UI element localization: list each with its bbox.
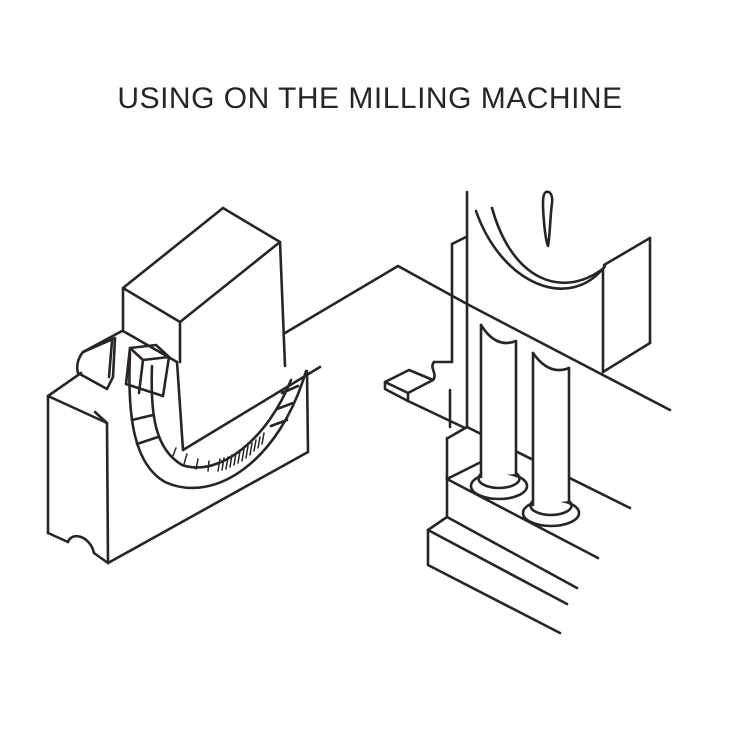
machine-head (450, 190, 652, 374)
vise-scale-graduations (171, 432, 265, 472)
machine-handle (541, 190, 554, 248)
vise-clamp-blocks (75, 329, 171, 398)
machine-base-steps (426, 477, 600, 635)
vise-base-block (46, 371, 110, 565)
page-title: USING ON THE MILLING MACHINE (117, 82, 623, 115)
machine-clamp-bracket (383, 360, 467, 430)
table-edge-lines (283, 264, 672, 412)
vise-workpiece-block (121, 206, 322, 452)
machine-guide-columns (469, 323, 581, 528)
vise-wedge-body (106, 369, 310, 565)
vise-swivel-segment (128, 351, 308, 490)
